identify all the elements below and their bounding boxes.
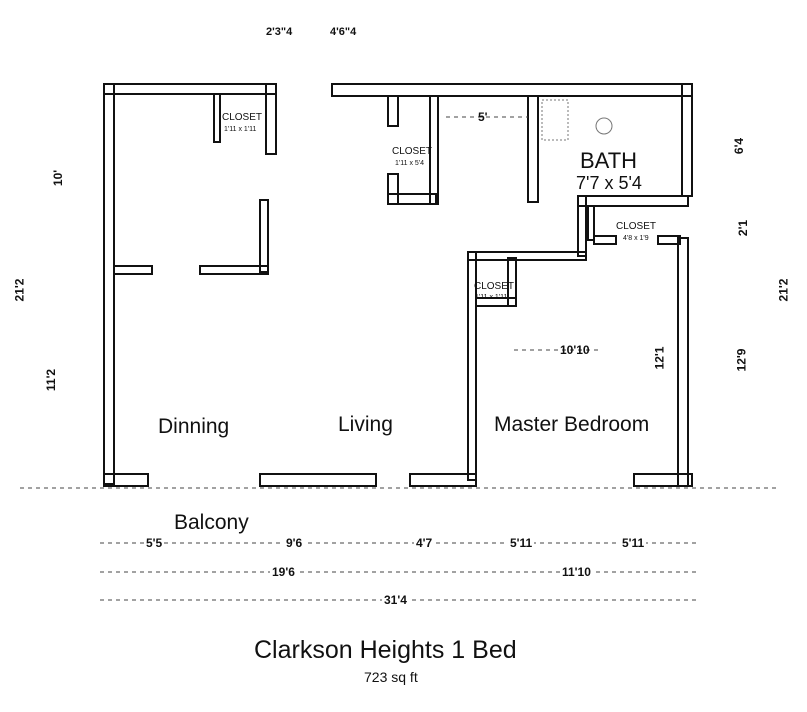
dim-sub-right: 11'10 <box>560 565 593 579</box>
dim-left-upper: 10' <box>51 169 66 187</box>
hall-closet-right <box>429 95 439 205</box>
bottom-wall-right <box>633 473 693 487</box>
bedroom-small-closet-dimension: 1'11 x 1'11 <box>475 294 508 301</box>
hall-closet-bottom-left <box>387 173 399 205</box>
left-exterior-wall <box>103 83 115 485</box>
dim-right-bath: 6'4 <box>732 137 747 155</box>
small-closet-wall-bottom <box>475 297 517 307</box>
dim-top-right: 4'6"4 <box>330 26 357 38</box>
stepped-wall-c <box>467 251 477 481</box>
room-bath-dimension: 7'7 x 5'4 <box>576 173 642 193</box>
dinning-closet-wall-right <box>265 83 277 155</box>
room-dinning-label: Dinning <box>158 415 230 438</box>
walls <box>103 83 693 487</box>
bedroom-closet-bottom <box>593 235 617 245</box>
right-exterior-wall-lower <box>677 237 689 487</box>
dim-top-left: 2'3"4 <box>266 26 293 38</box>
dim-right-bedroom: 12'9 <box>734 348 749 372</box>
dim-bedroom-depth: 12'1 <box>652 346 667 370</box>
dim-left-total: 21'2 <box>12 278 27 302</box>
dim-sub-left: 19'6 <box>270 565 297 579</box>
tub-fixture <box>541 99 569 141</box>
bottom-wall-left <box>103 473 149 487</box>
dim-bottom-3: 4'7 <box>414 536 435 550</box>
dim-bottom-4: 5'11 <box>508 536 535 550</box>
room-bath-label: BATH <box>580 148 638 173</box>
hall-closet-left <box>387 95 399 127</box>
bottom-wall-mid <box>409 473 477 487</box>
dinning-partition-lower <box>199 265 269 275</box>
right-exterior-wall-upper <box>681 83 693 197</box>
bottom-wall-living <box>259 473 377 487</box>
bath-left-wall <box>527 95 539 203</box>
bedroom-large-closet-label: CLOSET <box>616 221 657 232</box>
room-master-bedroom-label: Master Bedroom <box>494 413 650 436</box>
stepped-wall-a <box>577 195 587 257</box>
bath-bottom-wall <box>577 195 689 207</box>
dim-bedroom-width: 10'10 <box>560 343 590 357</box>
bedroom-closet-left <box>587 205 595 241</box>
dinning-closet-dimension: 1'11 x 1'11 <box>224 126 257 133</box>
dinning-partition-upper <box>259 199 269 273</box>
dim-left-lower: 11'2 <box>44 368 59 392</box>
room-balcony-label: Balcony <box>174 511 249 534</box>
bedroom-small-closet-label: CLOSET <box>474 281 515 292</box>
sink-fixture <box>595 117 613 135</box>
room-living-label: Living <box>338 413 393 436</box>
dinning-closet-label: CLOSET <box>222 112 263 123</box>
dimension-lines <box>20 116 780 601</box>
top-right-wall <box>331 83 693 97</box>
hall-closet-label: CLOSET <box>392 146 433 157</box>
stepped-wall-b <box>467 251 587 261</box>
dinning-closet-wall <box>213 93 221 143</box>
plan-area: 723 sq ft <box>364 669 418 685</box>
top-left-wall <box>103 83 277 95</box>
dinning-left-stub <box>113 265 153 275</box>
bedroom-large-closet-dimension: 4'8 x 1'9 <box>623 235 649 242</box>
dim-right-total: 21'2 <box>776 278 791 302</box>
dim-hall-width: 5' <box>478 110 488 124</box>
plan-title: Clarkson Heights 1 Bed <box>254 636 517 664</box>
dim-bottom-2: 9'6 <box>284 536 305 550</box>
bedroom-closet-bottom-right <box>657 235 681 245</box>
dim-total-width: 31'4 <box>382 593 409 607</box>
dim-bottom-5: 5'11 <box>620 536 647 550</box>
dim-right-closet: 2'1 <box>736 219 751 237</box>
hall-closet-dimension: 1'11 x 5'4 <box>395 160 425 167</box>
hall-closet-bottom <box>387 193 437 205</box>
dim-bottom-1: 5'5 <box>144 536 165 550</box>
fixtures <box>541 99 613 141</box>
